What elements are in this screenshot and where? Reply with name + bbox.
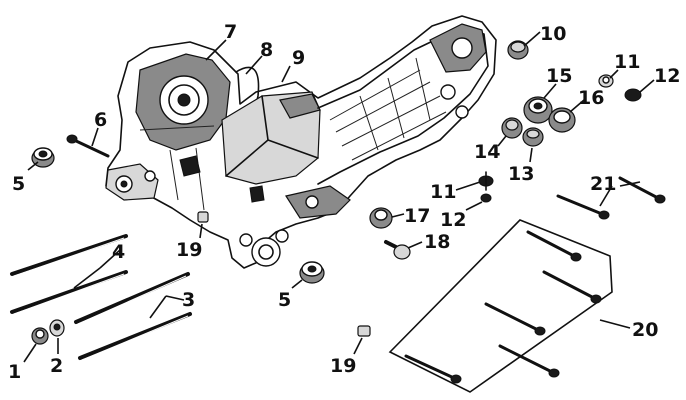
callout-labels: 1 2 3 4 5 5 6 7 8 9 10 11 12 15 16 14 13…	[8, 21, 680, 383]
bearing-15	[523, 96, 553, 124]
bushing-lower	[299, 261, 325, 284]
washer-11-lower	[478, 171, 494, 191]
bearing-17	[369, 207, 393, 229]
callout-18: 18	[424, 231, 450, 253]
callout-12-upper: 12	[654, 65, 680, 87]
callout-1: 1	[8, 361, 21, 383]
callout-8: 8	[260, 39, 273, 61]
callout-9: 9	[292, 47, 305, 69]
nut-12-upper	[624, 88, 642, 102]
callout-10: 10	[540, 23, 566, 45]
callout-20: 20	[632, 319, 658, 341]
callout-19-upper: 19	[176, 239, 202, 261]
nut-12-lower	[480, 193, 492, 203]
nut-2	[49, 319, 65, 337]
callout-11-lower: 11	[430, 181, 456, 203]
bolt-18	[384, 240, 411, 260]
bearing-16	[548, 107, 576, 133]
bolt-6	[66, 134, 110, 158]
crankcase-left-half	[105, 15, 497, 269]
callout-5-left: 5	[12, 173, 25, 195]
callout-3: 3	[182, 289, 195, 311]
bolts-21	[556, 176, 666, 220]
stud-bolts-4	[10, 234, 128, 315]
callout-14: 14	[474, 141, 500, 163]
callout-6: 6	[94, 109, 107, 131]
dowel-pin-19-upper	[197, 211, 209, 223]
stud-bolts-3	[74, 272, 192, 361]
callout-4: 4	[112, 241, 125, 263]
leader-lines	[23, 31, 655, 363]
bearing-10	[507, 40, 529, 60]
callout-16: 16	[578, 87, 604, 109]
washer-1	[31, 327, 49, 345]
callout-19-lower: 19	[330, 355, 356, 377]
bolt-set-20	[388, 219, 613, 393]
callout-12-lower: 12	[440, 209, 466, 231]
callout-2: 2	[50, 355, 63, 377]
callout-11-upper: 11	[614, 51, 640, 73]
callout-5-lower: 5	[278, 289, 291, 311]
callout-15: 15	[546, 65, 572, 87]
seal-14	[501, 117, 523, 139]
callout-21: 21	[590, 173, 616, 195]
washer-11-upper	[598, 74, 614, 88]
seal-13	[522, 127, 544, 147]
callout-17: 17	[404, 205, 430, 227]
callout-7: 7	[224, 21, 237, 43]
dowel-pin-19-lower	[357, 325, 371, 337]
callout-13: 13	[508, 163, 534, 185]
